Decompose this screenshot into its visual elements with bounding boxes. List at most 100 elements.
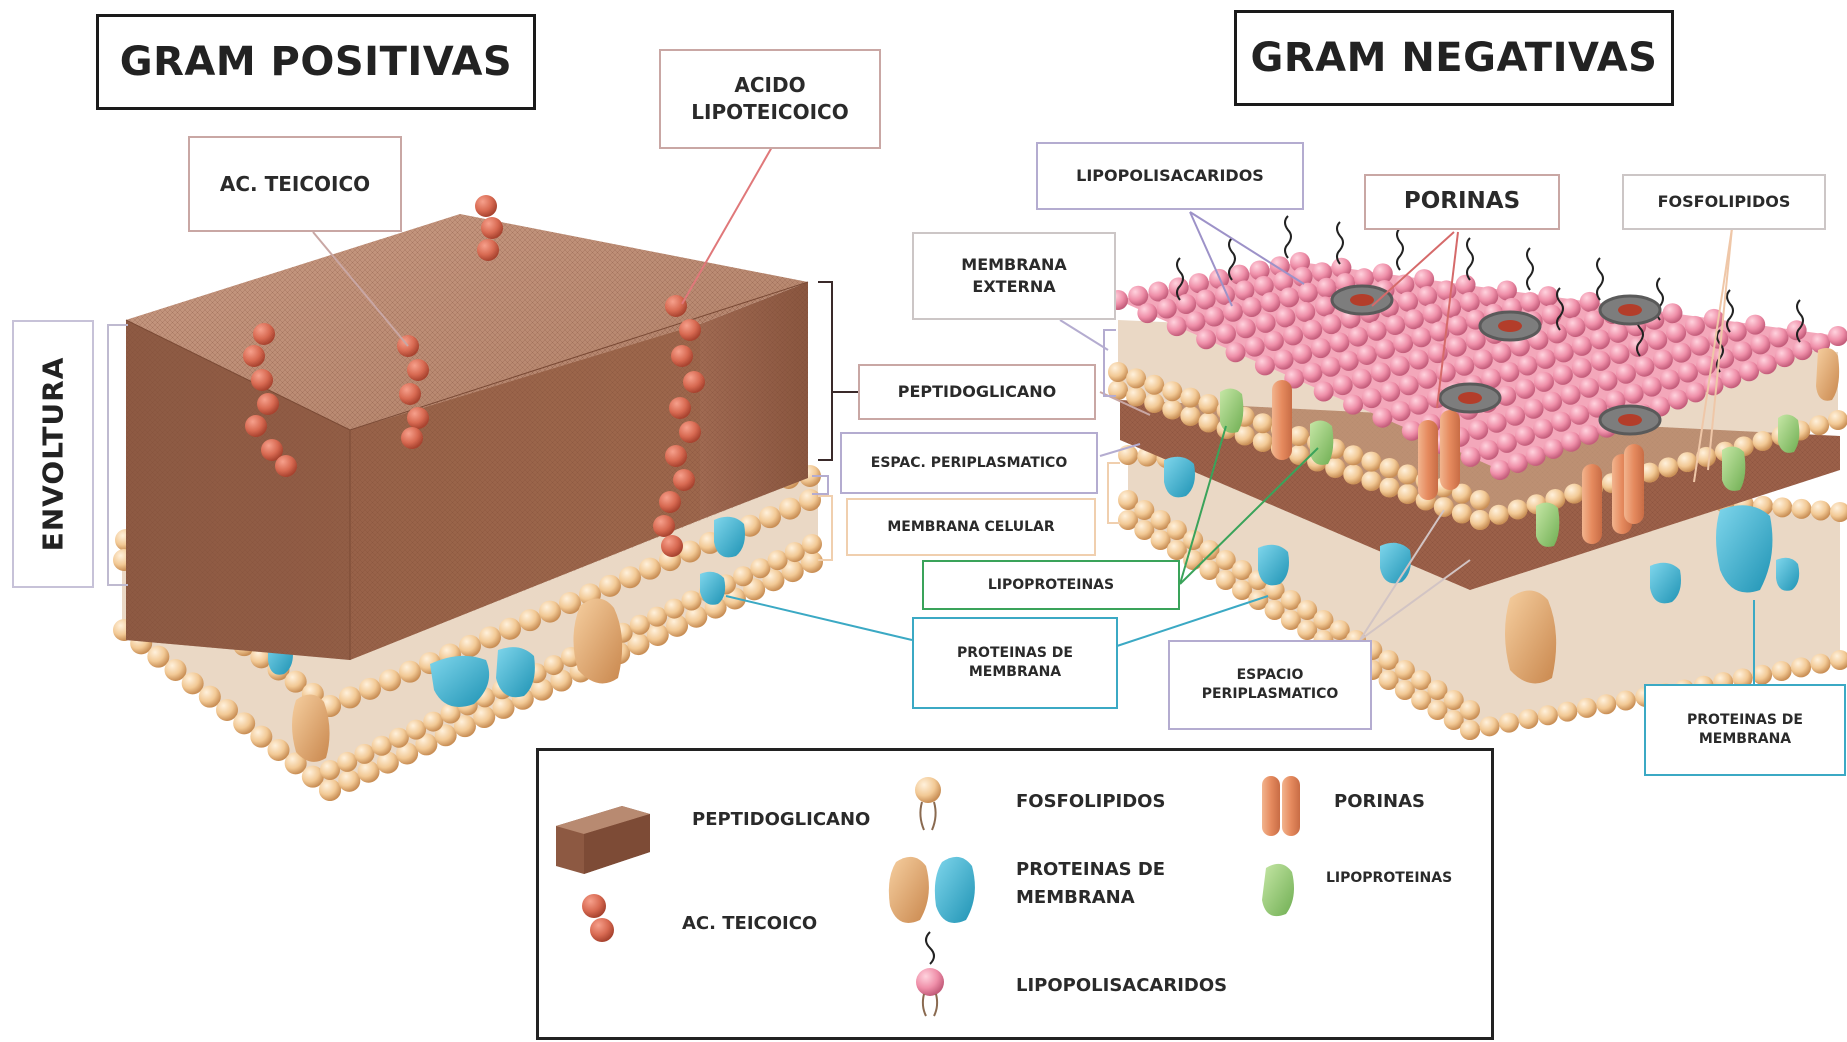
teichoic-acid-bead [253, 323, 275, 345]
lps-head [1390, 356, 1410, 376]
lps-head [1255, 355, 1275, 375]
lps-head [1671, 343, 1691, 363]
label-lipoproteinas: LIPOPROTEINAS [922, 560, 1180, 610]
lps-head [1757, 354, 1777, 374]
lps-head [1536, 349, 1556, 369]
phospholipid-head [1452, 504, 1472, 524]
lps-head [1634, 357, 1654, 377]
legend-lipoproteinas: LIPOPROTEINAS [1326, 868, 1452, 890]
lps-head [1542, 392, 1562, 412]
phospholipid-head [147, 646, 169, 668]
phospholipid-head [1144, 393, 1164, 413]
gp-membrane-protein-blue [496, 647, 535, 697]
teichoic-acid-bead [477, 239, 499, 261]
lps-head [1167, 316, 1187, 336]
phospholipid-head [1126, 368, 1146, 388]
gp-membrane-protein-blue [700, 572, 725, 605]
lps-head [1554, 342, 1574, 362]
lps-head [1223, 302, 1243, 322]
phospholipid-head [682, 591, 702, 611]
phospholipid-head [799, 489, 821, 511]
lps-head [1792, 340, 1812, 360]
lps-head [1236, 318, 1256, 338]
gn-lipoprotein [1310, 420, 1333, 464]
phospholipid-head [802, 534, 822, 554]
lps-head [1551, 412, 1571, 432]
phospholipid-head [1199, 413, 1219, 433]
lps-head [1447, 337, 1467, 357]
lps-head [1662, 303, 1682, 323]
lps-head [1414, 269, 1434, 289]
lps-polysaccharide-chain [1285, 216, 1291, 258]
lps-head [1517, 355, 1537, 375]
lps-head [1505, 406, 1525, 426]
label-fosfolipidos: FOSFOLIPIDOS [1622, 174, 1826, 230]
lps-head [1591, 351, 1611, 371]
phospholipid-head [779, 498, 801, 520]
lps-head [1302, 363, 1322, 383]
porin-channel [1624, 444, 1644, 524]
lps-head [1196, 289, 1216, 309]
lps-head [1128, 286, 1148, 306]
lps-head [1828, 326, 1847, 346]
teichoic-acid-bead [245, 415, 267, 437]
lps-head [1399, 375, 1419, 395]
gn-lipoprotein [1778, 414, 1799, 452]
lps-head [1204, 307, 1224, 327]
lps-head [1264, 331, 1284, 351]
teichoic-acid-bead [251, 369, 273, 391]
lps-head [1491, 343, 1511, 363]
phospholipid-head [1460, 700, 1480, 720]
teichoic-acid-bead [243, 345, 265, 367]
teichoic-acid-bead [407, 359, 429, 381]
phospholipid-head [1753, 431, 1773, 451]
lps-head [1448, 316, 1468, 336]
gn-lipoprotein [1536, 502, 1559, 546]
lps-polysaccharide-chain [1467, 238, 1473, 280]
porin-channel [1582, 464, 1602, 544]
label-porinas: PORINAS [1364, 174, 1560, 230]
porin-opening [1498, 320, 1522, 332]
lps-head [1569, 405, 1589, 425]
lps-head [1572, 358, 1592, 378]
label-espac-periplasmatico: ESPAC. PERIPLASMATICO [840, 432, 1098, 494]
lps-head [1275, 307, 1295, 327]
phospholipid-head [1792, 499, 1812, 519]
phospholipid-head [320, 760, 340, 780]
lps-head [1561, 385, 1581, 405]
phospholipid-head [338, 770, 360, 792]
lps-head [1685, 316, 1705, 336]
gn-membrane-protein-tan [1816, 348, 1839, 401]
phospholipid-head [544, 655, 564, 675]
lps-head [1542, 305, 1562, 325]
gram-negative-title: GRAM NEGATIVAS [1234, 10, 1674, 106]
lps-head [1362, 388, 1382, 408]
phospholipid-head [1577, 698, 1597, 718]
phospholipid-head [359, 678, 381, 700]
lps-head [1653, 350, 1673, 370]
lps-polysaccharide-chain [1527, 248, 1533, 290]
lps-head [1409, 350, 1429, 370]
label-acido-lipoteicoico: ACIDO LIPOTEICOICO [659, 49, 881, 149]
phospholipid-head [1343, 445, 1363, 465]
legend-ac-teicoico: AC. TEICOICO [682, 910, 817, 938]
phospholipid-head [664, 599, 684, 619]
lps-head [1579, 425, 1599, 445]
lps-head [1226, 342, 1246, 362]
gn-lipoprotein [1220, 388, 1243, 432]
gn-lipoprotein [1722, 446, 1745, 490]
lps-head [1283, 325, 1303, 345]
phospholipid-head [1343, 465, 1363, 485]
lps-head [1499, 362, 1519, 382]
phospholipid-head [1361, 471, 1381, 491]
lps-head [1371, 362, 1391, 382]
gp-membrane-protein-tan [573, 598, 622, 683]
phospholipid-head [1380, 458, 1400, 478]
teichoic-acid-bead [475, 195, 497, 217]
lps-head [1508, 453, 1528, 473]
lps-head [1357, 345, 1377, 365]
phospholipid-head [1479, 716, 1499, 736]
porin-channel [1440, 410, 1460, 490]
lps-head [1533, 419, 1553, 439]
lps-head [1642, 377, 1662, 397]
